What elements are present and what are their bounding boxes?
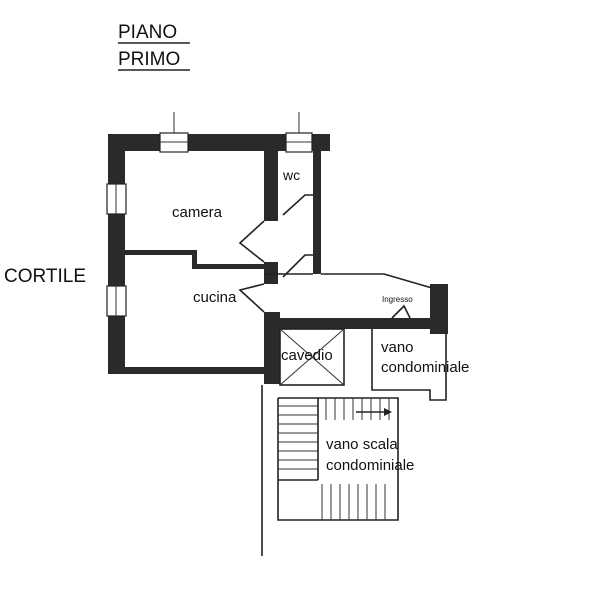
staircase (261, 385, 399, 556)
wall-camera-cucina-2 (192, 264, 264, 269)
label-stair-line-2: condominiale (326, 457, 414, 474)
label-kitchen: cucina (193, 289, 237, 306)
corridor-outline (264, 273, 433, 289)
wall-entrance-jamb (430, 284, 448, 334)
hall-outline (371, 329, 447, 401)
label-shaft: cavedio (281, 347, 333, 364)
cavedio-shaft (279, 328, 345, 386)
title-line-1: PIANO (118, 22, 177, 43)
wall-cavedio-left (264, 312, 280, 384)
label-wc: wc (282, 167, 300, 183)
windows (106, 112, 313, 317)
window-top-right (285, 112, 313, 153)
stair-arrow-head (384, 408, 392, 416)
wall-left (108, 134, 125, 374)
wall-camera-cucina-step (192, 250, 197, 268)
door-corridor (282, 254, 313, 278)
stair-treads (278, 398, 390, 520)
door-cucina (238, 283, 265, 313)
wall-corridor-bottom (278, 318, 434, 329)
title-line-2: PRIMO (118, 49, 180, 70)
label-stair-line-1: vano scala (326, 436, 398, 453)
door-wc (282, 194, 313, 216)
door-entrance (391, 304, 411, 319)
doors (238, 194, 411, 319)
door-camera (238, 220, 265, 263)
wall-bottom (108, 367, 268, 374)
label-courtyard: CORTILE (4, 266, 86, 287)
plan-title: PIANO PRIMO (118, 22, 190, 71)
label-bedroom: camera (172, 204, 223, 221)
wall-partition-vertical (264, 151, 278, 221)
label-hall-line-2: condominiale (381, 359, 469, 376)
window-left-lower (106, 285, 127, 317)
wall-partition-lower (264, 262, 278, 284)
label-entrance: Ingresso (382, 295, 413, 304)
window-top-left (159, 112, 189, 153)
window-left-upper (106, 183, 127, 215)
wall-camera-cucina (125, 250, 195, 255)
wall-wc-right (313, 134, 321, 274)
label-hall-line-1: vano (381, 339, 414, 356)
